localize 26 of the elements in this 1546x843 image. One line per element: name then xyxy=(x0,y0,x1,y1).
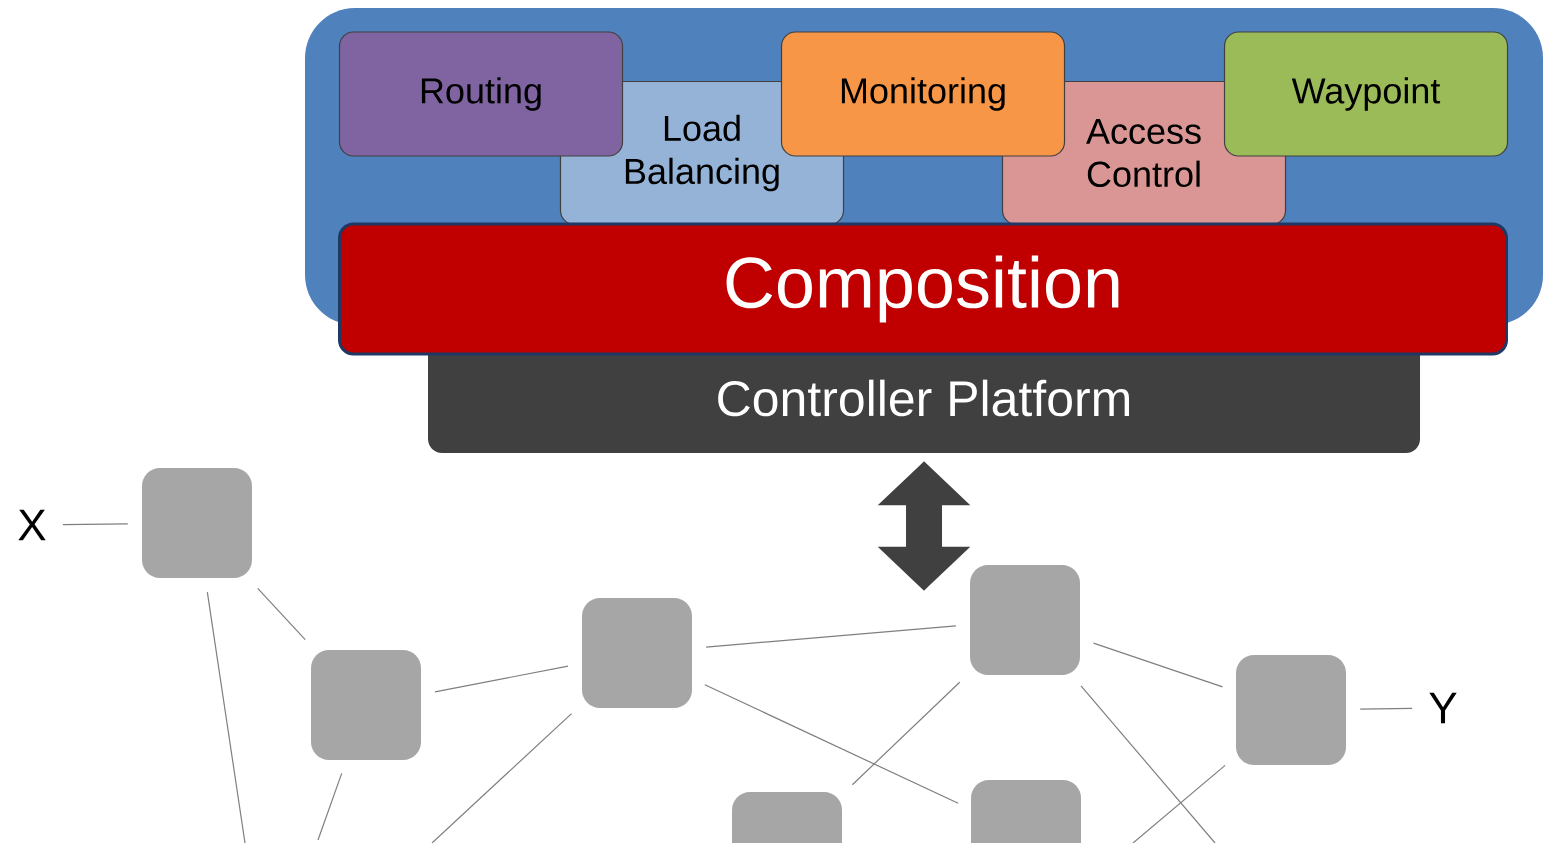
link-line xyxy=(1132,764,1226,843)
switch-box xyxy=(142,468,252,578)
link-line xyxy=(62,523,129,526)
link-line xyxy=(851,681,961,786)
link-line xyxy=(317,772,343,841)
app-box: Waypoint xyxy=(1223,31,1509,157)
link-line xyxy=(257,587,306,641)
switch-box xyxy=(971,780,1081,843)
endpoint-label: X xyxy=(18,509,46,541)
switch-box xyxy=(732,792,842,843)
link-line xyxy=(704,684,959,804)
app-box: Routing xyxy=(338,31,624,157)
link-line xyxy=(705,625,957,648)
link-line xyxy=(1359,707,1413,710)
endpoint-label: Y xyxy=(1429,692,1457,724)
switch-box xyxy=(582,598,692,708)
link-line xyxy=(434,665,569,693)
switch-box xyxy=(311,650,421,760)
switch-box xyxy=(970,565,1080,675)
link-line xyxy=(1092,642,1224,688)
composition-bar: Composition xyxy=(338,222,1508,356)
link-line xyxy=(206,591,246,843)
link-line xyxy=(431,713,573,843)
app-box: Monitoring xyxy=(780,31,1066,157)
switch-box xyxy=(1236,655,1346,765)
link-line xyxy=(1080,685,1216,843)
